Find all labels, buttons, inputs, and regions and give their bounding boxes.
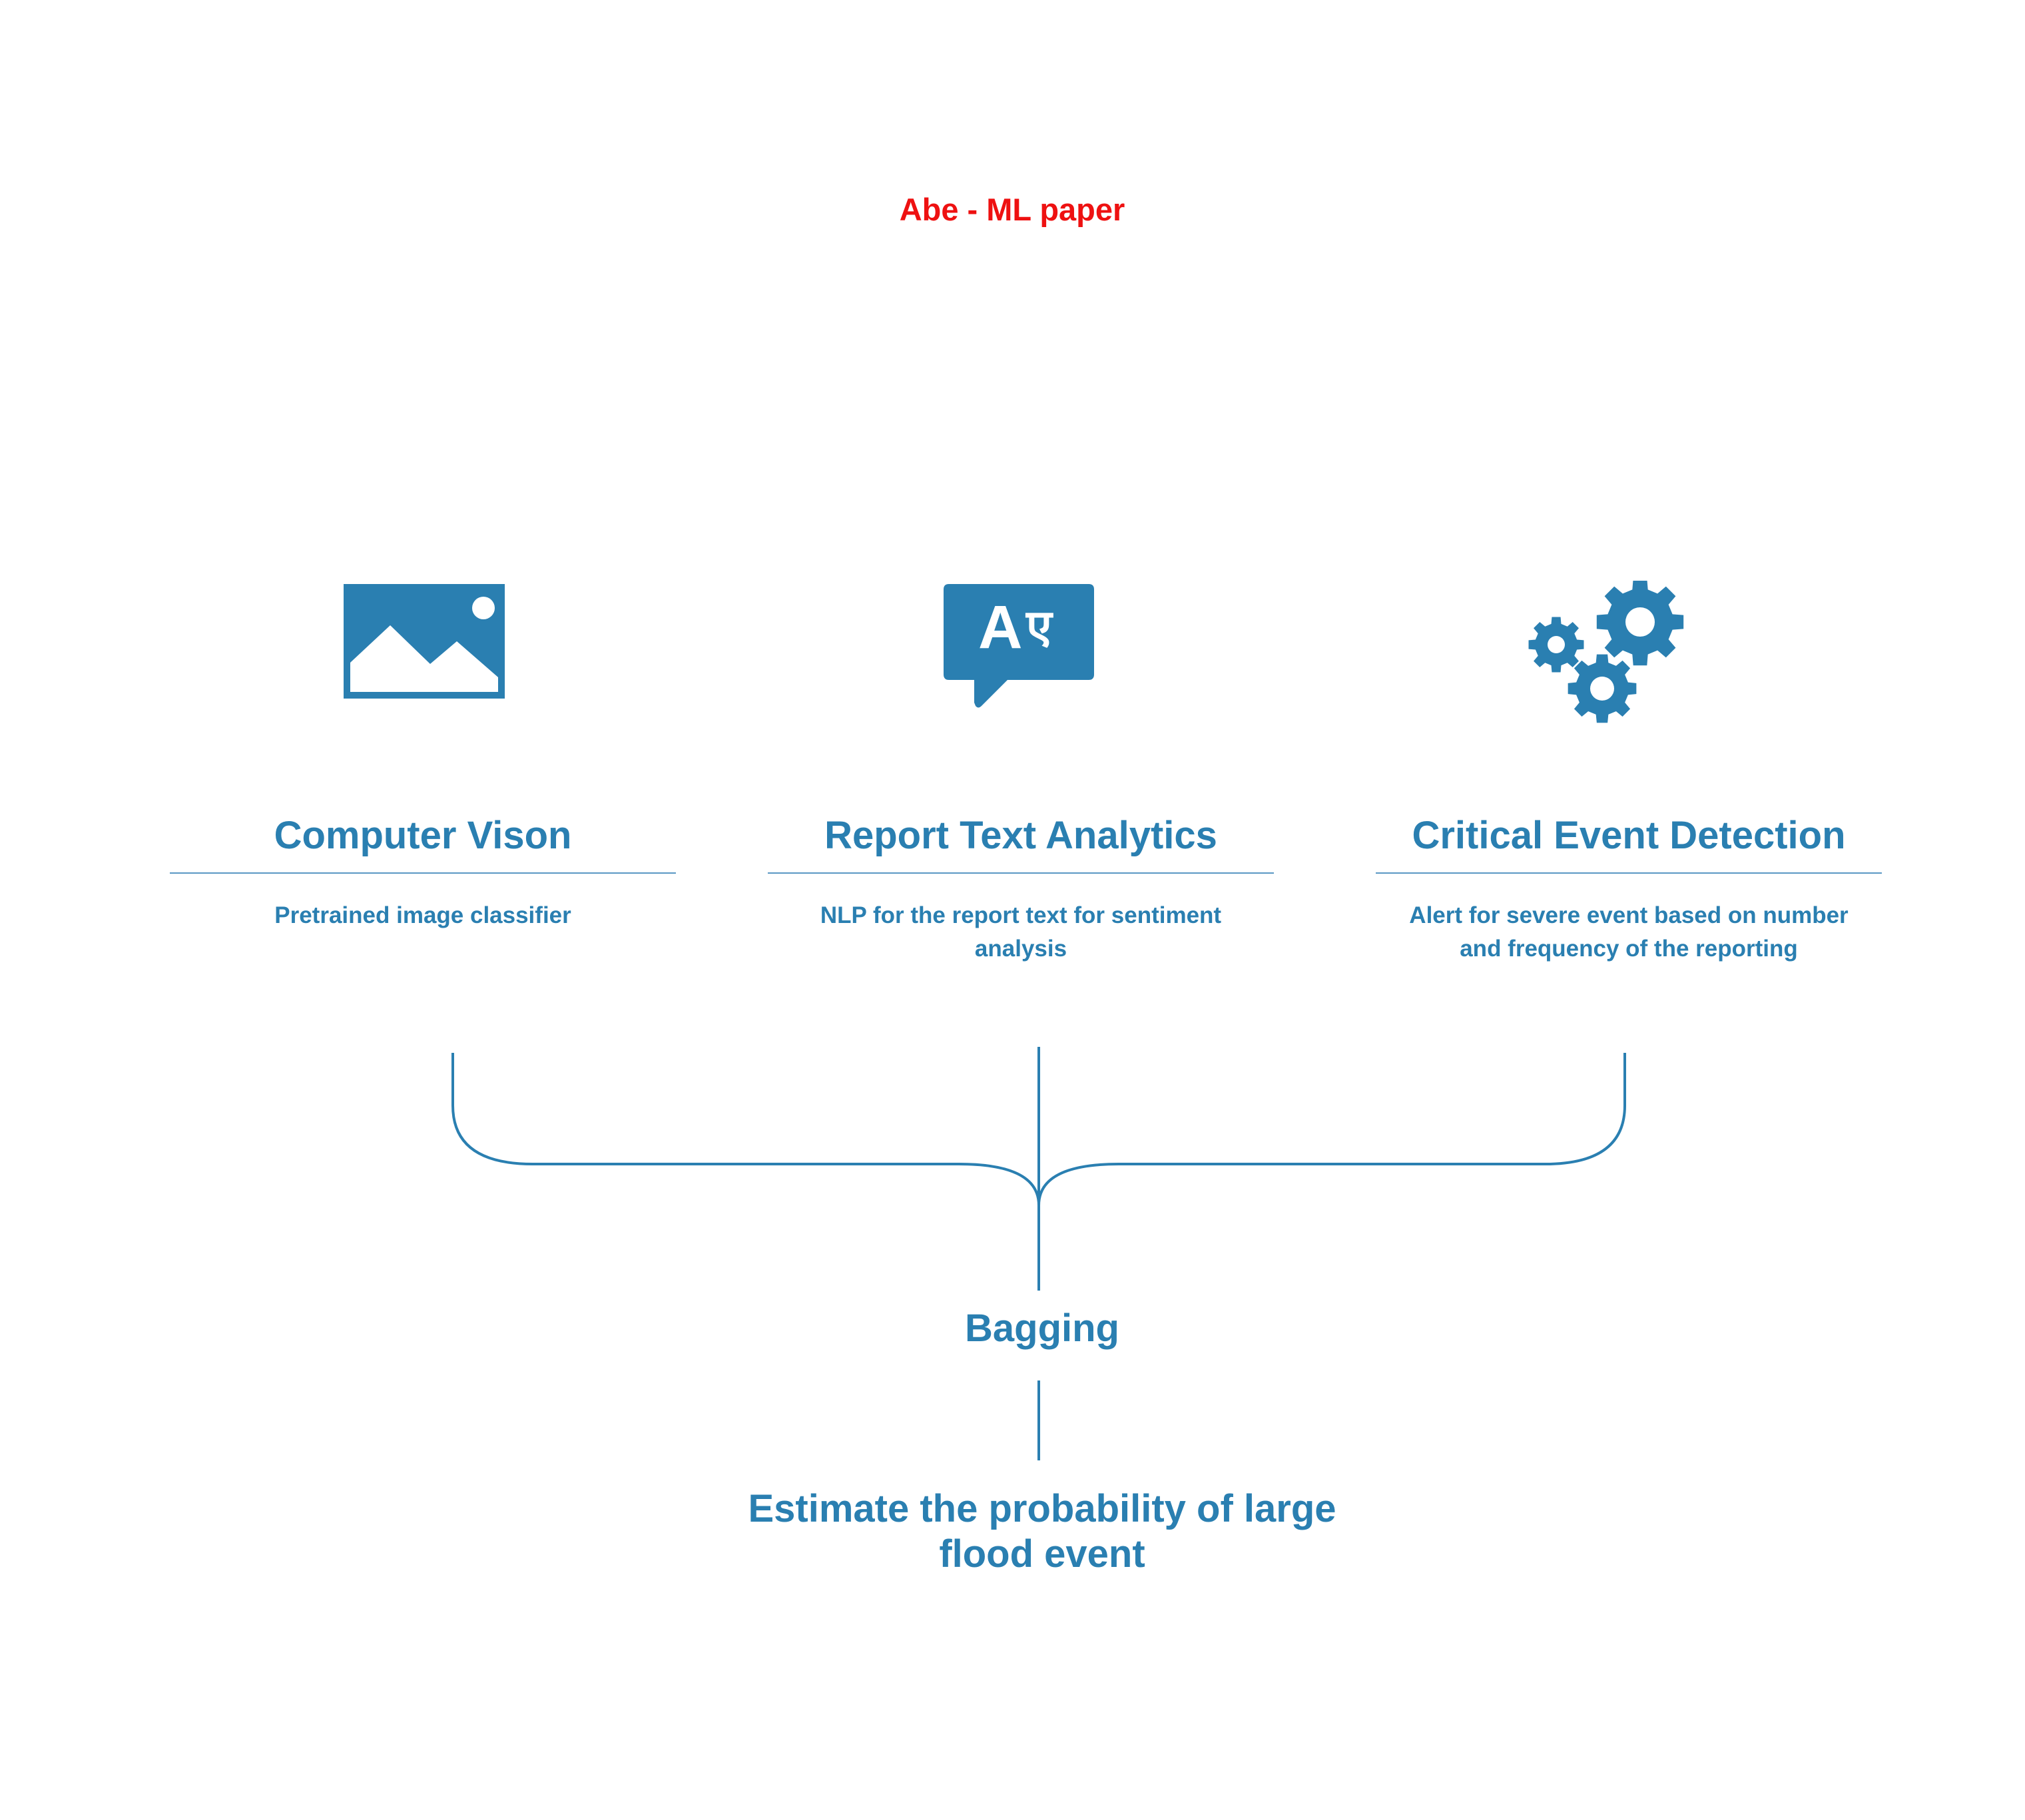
output-label: Estimate the probability of large flood …	[748, 1487, 1336, 1576]
column-heading: Computer Vison	[274, 814, 572, 857]
column-divider	[768, 872, 1274, 874]
column-computer-vision: Computer Vison Pretrained image classifi…	[170, 799, 676, 932]
column-description: Pretrained image classifier	[274, 902, 571, 928]
column-divider	[1376, 872, 1882, 874]
column-heading: Report Text Analytics	[824, 814, 1217, 857]
column-description: Alert for severe event based on number a…	[1409, 902, 1849, 962]
gear-small-icon	[1528, 617, 1584, 673]
translate-icon-letter-latin: A	[978, 593, 1022, 661]
column-critical-event-detection: Critical Event Detection Alert for sever…	[1376, 799, 1882, 966]
image-icon	[344, 584, 505, 699]
gear-large-icon	[1596, 581, 1684, 666]
diagram-title: Abe - ML paper	[899, 192, 1125, 227]
translate-icon: A ए	[944, 584, 1094, 708]
column-description: NLP for the report text for sentiment an…	[820, 902, 1222, 962]
bagging-label: Bagging	[965, 1307, 1119, 1350]
translate-icon-letter-devanagari: ए	[1025, 599, 1053, 654]
column-divider	[170, 872, 676, 874]
column-heading: Critical Event Detection	[1412, 814, 1846, 857]
gear-medium-icon	[1568, 654, 1637, 723]
column-report-text-analytics: Report Text Analytics NLP for the report…	[768, 799, 1274, 966]
gears-icon	[1528, 581, 1684, 723]
